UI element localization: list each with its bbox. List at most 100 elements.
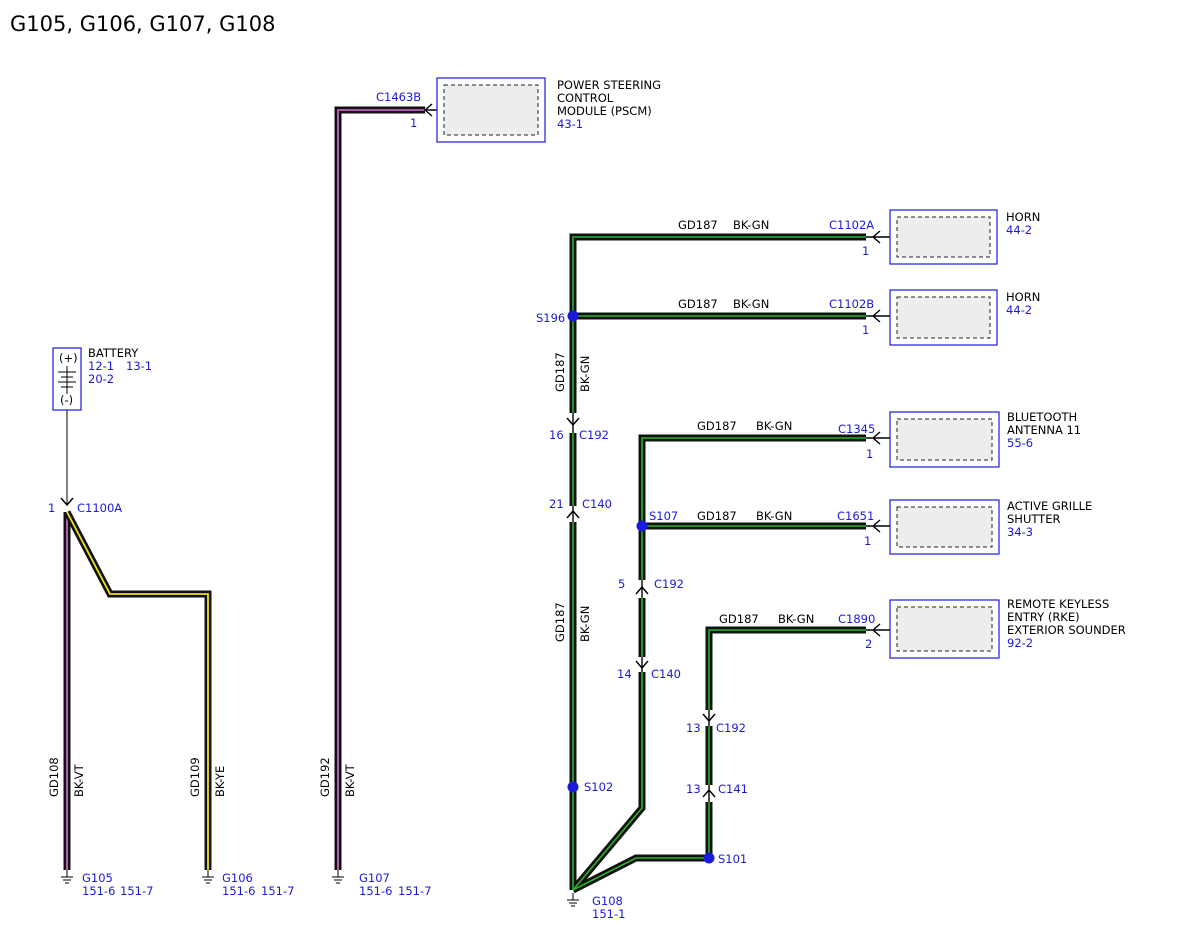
- horn-b-color: BK-GN: [733, 297, 769, 311]
- pscm-ref: 43-1: [557, 117, 583, 131]
- horn-b-pin: 1: [862, 323, 869, 337]
- g105-name: G105: [82, 871, 113, 885]
- wire-gd192: [334, 106, 425, 870]
- rke-circuit: GD187: [719, 612, 759, 626]
- gd109-circuit: GD109: [188, 757, 202, 797]
- horn-a-connector: C1102A: [829, 218, 874, 232]
- c141-name: C141: [718, 782, 748, 796]
- c140-mid-name: C140: [651, 667, 681, 681]
- gd108-color: BK-VT: [72, 763, 86, 797]
- s196-c192-circuit: GD187: [553, 352, 567, 392]
- ground-g108-icon: [566, 892, 580, 907]
- g107-name: G107: [359, 871, 390, 885]
- bluetooth-ref: 55-6: [1007, 436, 1033, 450]
- horn-a-name: HORN: [1006, 210, 1040, 224]
- c140-s102-color: BK-GN: [578, 606, 592, 642]
- g106-name: G106: [222, 871, 253, 885]
- battery-icon: (+) (-): [52, 347, 82, 411]
- splice-s102-label: S102: [584, 780, 613, 794]
- battery-name: BATTERY: [88, 346, 139, 360]
- c192-right-name: C192: [716, 721, 746, 735]
- grille-pin: 1: [864, 534, 871, 548]
- c140-mid-pin: 14: [617, 667, 632, 681]
- g107-ref-2: 151-7: [398, 884, 431, 898]
- pscm-module: [436, 77, 546, 143]
- battery-ref-1: 12-1: [88, 359, 114, 373]
- pscm-name-line2: CONTROL: [557, 91, 614, 105]
- splice-dots: [567, 310, 715, 864]
- bluetooth-circuit: GD187: [697, 419, 737, 433]
- c192-mid-pin: 5: [618, 577, 625, 591]
- rke-name-line2: ENTRY (RKE): [1007, 610, 1080, 624]
- splice-s107: [636, 520, 648, 532]
- wire-gd187-network: [569, 233, 866, 894]
- c192-top-pin: 16: [549, 428, 564, 442]
- battery-ref-2: 13-1: [126, 359, 152, 373]
- grille-circuit: GD187: [697, 509, 737, 523]
- c192-right-pin: 13: [686, 721, 701, 735]
- grille-name-line1: ACTIVE GRILLE: [1007, 499, 1092, 513]
- g108-name: G108: [592, 894, 623, 908]
- c140-left-name: C140: [582, 497, 612, 511]
- rke-color: BK-GN: [778, 612, 814, 626]
- splice-s101-label: S101: [718, 852, 747, 866]
- rke-connector: C1890: [838, 612, 875, 626]
- connector-arrows: [60, 103, 890, 802]
- bluetooth-connector: C1345: [838, 422, 875, 436]
- s196-c192-color: BK-GN: [578, 356, 592, 392]
- battery-connector: C1100A: [77, 501, 122, 515]
- battery-minus: (-): [60, 393, 73, 407]
- g105-ref-2: 151-7: [120, 884, 153, 898]
- c192-top-name: C192: [579, 428, 609, 442]
- rke-sounder-component: [889, 599, 1000, 659]
- bluetooth-name-line1: BLUETOOTH: [1007, 410, 1077, 424]
- rke-name-line3: EXTERIOR SOUNDER: [1007, 623, 1126, 637]
- splice-s196-label: S196: [536, 311, 565, 325]
- gd192-circuit: GD192: [318, 757, 332, 797]
- g106-ref-1: 151-6: [222, 884, 255, 898]
- pscm-name-line3: MODULE (PSCM): [557, 104, 652, 118]
- horn-a-pin: 1: [862, 244, 869, 258]
- rke-pin: 2: [865, 637, 872, 651]
- pscm-name-line1: POWER STEERING: [557, 78, 661, 92]
- grille-color: BK-GN: [756, 509, 792, 523]
- bluetooth-antenna-component: [889, 411, 1000, 468]
- g105-ref-1: 151-6: [82, 884, 115, 898]
- ground-g107-icon: [331, 869, 345, 884]
- gd192-color: BK-VT: [343, 763, 357, 797]
- splice-s196: [567, 310, 579, 322]
- horn-b-component: [889, 289, 998, 346]
- splice-s101: [703, 852, 715, 864]
- g107-ref-1: 151-6: [359, 884, 392, 898]
- pscm-connector: C1463B: [376, 90, 421, 104]
- ground-g105-icon: [60, 869, 74, 884]
- horn-b-ref: 44-2: [1006, 303, 1032, 317]
- horn-b-circuit: GD187: [678, 297, 718, 311]
- bluetooth-color: BK-GN: [756, 419, 792, 433]
- horn-a-ref: 44-2: [1006, 223, 1032, 237]
- ground-g106-icon: [201, 869, 215, 884]
- c140-s102-circuit: GD187: [553, 602, 567, 642]
- grille-connector: C1651: [837, 509, 874, 523]
- grille-name-line2: SHUTTER: [1007, 512, 1060, 526]
- horn-a-component: [889, 209, 998, 265]
- rke-name-line1: REMOTE KEYLESS: [1007, 597, 1109, 611]
- bluetooth-pin: 1: [866, 447, 873, 461]
- grille-ref: 34-3: [1007, 525, 1033, 539]
- active-grille-shutter-component: [889, 499, 1000, 555]
- bluetooth-name-line2: ANTENNA 11: [1007, 423, 1081, 437]
- gd108-circuit: GD108: [47, 757, 61, 797]
- gd109-color: BK-YE: [213, 766, 227, 797]
- splice-s102: [567, 781, 579, 793]
- splice-s107-label: S107: [649, 509, 678, 523]
- battery-pin: 1: [48, 501, 55, 515]
- wire-gd109: [63, 510, 212, 870]
- g108-ref-1: 151-1: [592, 907, 625, 921]
- horn-b-name: HORN: [1006, 290, 1040, 304]
- pscm-pin: 1: [410, 116, 417, 130]
- rke-ref: 92-2: [1007, 636, 1033, 650]
- horn-b-connector: C1102B: [829, 297, 874, 311]
- horn-a-circuit: GD187: [678, 218, 718, 232]
- battery-ref-3: 20-2: [88, 372, 114, 386]
- battery-plus: (+): [59, 351, 78, 365]
